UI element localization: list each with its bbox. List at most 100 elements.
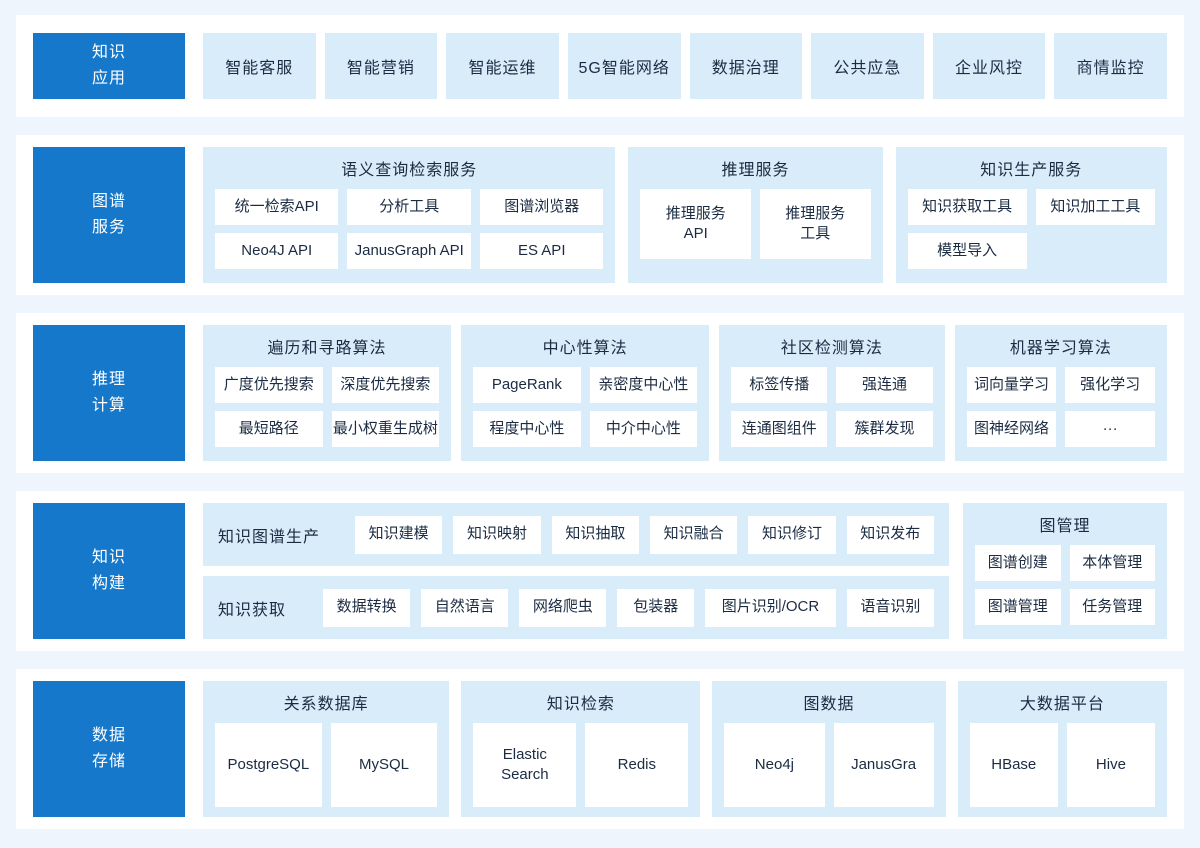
group-title: 社区检测算法 xyxy=(780,340,883,357)
app-item: 企业风控 xyxy=(932,33,1046,99)
group-title: 大数据平台 xyxy=(1019,696,1105,713)
node-box: 知识修订 xyxy=(748,515,836,554)
node-box: PageRank xyxy=(473,367,581,403)
node-box: 图神经网络 xyxy=(966,411,1057,447)
group-row: 最短路径最小权重生成树 xyxy=(215,411,440,447)
node-box: 包装器 xyxy=(617,588,695,627)
group-title: 语义查询检索服务 xyxy=(341,162,478,179)
node-box: 图谱浏览器 xyxy=(479,189,604,225)
node-box: Neo4j xyxy=(724,723,825,807)
node-box: 推理服务 工具 xyxy=(760,189,871,259)
group-rows: 图谱创建本体管理图谱管理任务管理 xyxy=(975,545,1155,625)
node-box: 知识获取工具 xyxy=(907,189,1027,225)
node-box: 连通图组件 xyxy=(731,411,828,447)
group-row: 广度优先搜索深度优先搜索 xyxy=(215,367,440,403)
app-item: 智能客服 xyxy=(203,33,316,99)
group-title: 知识生产服务 xyxy=(980,162,1083,179)
group-row: 图谱创建本体管理 xyxy=(975,545,1155,581)
strips-column: 知识图谱生产知识建模知识映射知识抽取知识融合知识修订知识发布知识获取数据转换自然… xyxy=(203,503,949,639)
node-box: 图片识别/OCR xyxy=(705,588,836,627)
app-item: 公共应急 xyxy=(811,33,924,99)
node-box: 知识融合 xyxy=(649,515,738,554)
group-title: 图管理 xyxy=(1039,518,1091,535)
node-box: MySQL xyxy=(330,723,438,807)
band-label-reasoning-computation: 推理 计算 xyxy=(33,325,185,461)
band-knowledge-construction: 知识 构建知识图谱生产知识建模知识映射知识抽取知识融合知识修订知识发布知识获取数… xyxy=(16,491,1184,651)
group-row: 图神经网络··· xyxy=(966,411,1155,447)
strips-and-side-group: 知识图谱生产知识建模知识映射知识抽取知识融合知识修订知识发布知识获取数据转换自然… xyxy=(203,503,1167,639)
group-row: 词向量学习强化学习 xyxy=(966,367,1155,403)
node-box: 分析工具 xyxy=(347,189,471,225)
band-label-knowledge-construction: 知识 构建 xyxy=(33,503,185,639)
group-row: 标签传播强连通 xyxy=(731,367,933,403)
node-box: 最小权重生成树 xyxy=(331,411,440,447)
app-item: 5G智能网络 xyxy=(567,33,681,99)
node-box: 知识抽取 xyxy=(551,515,639,554)
band-reasoning-computation: 推理 计算遍历和寻路算法广度优先搜索深度优先搜索最短路径最小权重生成树中心性算法… xyxy=(16,313,1184,473)
node-box: 词向量学习 xyxy=(966,367,1057,403)
group-title: 机器学习算法 xyxy=(1009,340,1112,357)
group-title: 图数据 xyxy=(803,696,855,713)
node-box: 强连通 xyxy=(836,367,933,403)
node-box: 统一检索API xyxy=(215,189,339,225)
group-title: 遍历和寻路算法 xyxy=(267,340,387,357)
node-box: 中介中心性 xyxy=(589,411,698,447)
node-box: 知识加工工具 xyxy=(1035,189,1155,225)
group-图管理: 图管理图谱创建本体管理图谱管理任务管理 xyxy=(963,503,1167,639)
group-rows: 知识获取工具知识加工工具模型导入 xyxy=(907,189,1155,269)
group-title: 关系数据库 xyxy=(283,696,369,713)
group-row: 知识获取工具知识加工工具 xyxy=(907,189,1155,225)
node-box: 知识映射 xyxy=(453,515,541,554)
node-box: JanusGra xyxy=(833,723,934,807)
node-box: 强化学习 xyxy=(1065,367,1155,403)
group-row: 图谱管理任务管理 xyxy=(975,589,1155,625)
group-rows: 广度优先搜索深度优先搜索最短路径最小权重生成树 xyxy=(215,367,440,447)
group-rows: 词向量学习强化学习图神经网络··· xyxy=(966,367,1155,447)
strip-label: 知识获取 xyxy=(218,601,287,619)
band-label-knowledge-application: 知识 应用 xyxy=(33,33,185,99)
node-box: Hive xyxy=(1066,723,1155,807)
node-box: JanusGraph API xyxy=(347,233,471,269)
node-box: ··· xyxy=(1065,411,1155,447)
group-title: 中心性算法 xyxy=(542,340,628,357)
node-box: 网络爬虫 xyxy=(519,588,607,627)
node-box: 广度优先搜索 xyxy=(215,367,323,403)
band-label-graph-services: 图谱 服务 xyxy=(33,147,185,283)
app-item: 智能运维 xyxy=(446,33,559,99)
node-box: 知识建模 xyxy=(355,515,443,554)
node-box: 模型导入 xyxy=(907,233,1027,269)
app-item: 智能营销 xyxy=(324,33,438,99)
group-title: 知识检索 xyxy=(546,696,615,713)
node-box: Neo4J API xyxy=(215,233,339,269)
group-知识生产服务: 知识生产服务知识获取工具知识加工工具模型导入 xyxy=(895,147,1167,283)
node-box: 图谱管理 xyxy=(975,589,1061,625)
node-box: 深度优先搜索 xyxy=(331,367,440,403)
node-box: 亲密度中心性 xyxy=(589,367,698,403)
node-box: 知识发布 xyxy=(846,515,934,554)
node-box: Elastic Search xyxy=(473,723,577,807)
app-item: 商情监控 xyxy=(1054,33,1167,99)
node-box: 语音识别 xyxy=(846,588,934,627)
